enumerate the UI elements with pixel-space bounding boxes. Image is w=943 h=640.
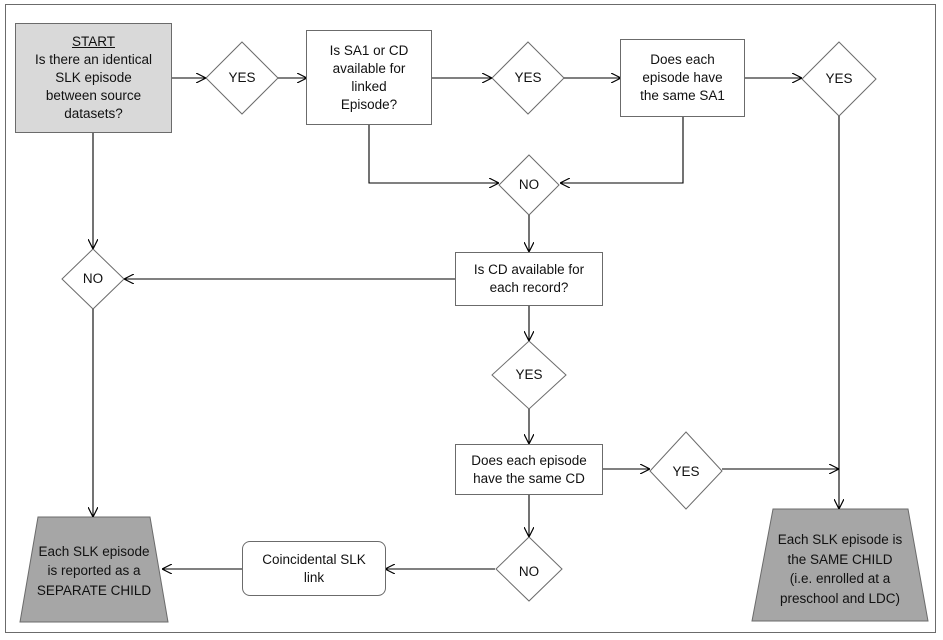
outcome-separate-child: Each SLK episode is reported as a SEPARA… (20, 540, 168, 602)
yes-diamond-2 (491, 41, 565, 115)
same-sa1-line-2: episode have (642, 70, 723, 85)
same-line-4: preschool and LDC) (779, 590, 901, 606)
start-line-4: datasets? (64, 106, 123, 121)
yes-diamond-1 (205, 41, 279, 115)
no-diamond-bottom (495, 536, 563, 602)
diagram-frame (5, 4, 936, 633)
no-label-left: NO (82, 271, 104, 286)
arrow-sa1cd-to-no (368, 125, 498, 183)
outcome-separate-shape (19, 516, 169, 623)
same-sa1-question-box: Does each episode have the same SA1 (620, 39, 745, 117)
same-cd-line-2: have the same CD (473, 470, 585, 486)
yes-label-4: YES (515, 367, 543, 382)
yes-label-5: YES (672, 464, 700, 479)
no-label-bottom: NO (518, 564, 540, 579)
same-sa1-line-3: the same SA1 (640, 88, 725, 103)
separate-line-3: SEPARATE CHILD (36, 582, 152, 598)
arrow-samesa1-to-no (561, 117, 684, 183)
cd-each-record-question-box: Is CD available for each record? (455, 252, 603, 306)
separate-line-1: Each SLK episode (38, 543, 150, 559)
start-heading: START (71, 34, 115, 49)
outcome-same-shape (751, 508, 929, 622)
coincidental-line-1: Coincidental SLK (262, 551, 366, 567)
sa1-or-cd-line-3: linked (351, 78, 387, 94)
same-line-1: Each SLK episode is (777, 532, 903, 547)
yes-label-3: YES (825, 71, 853, 86)
cd-each-record-line-2: each record? (489, 280, 569, 295)
same-line-3: (i.e. enrolled at a (789, 571, 891, 586)
start-box: START Is there an identical SLK episode … (15, 23, 172, 133)
sa1-or-cd-line-4: Episode? (340, 96, 398, 112)
same-line-2: the SAME CHILD (787, 551, 893, 567)
same-cd-question-box: Does each episode have the same CD (455, 444, 603, 495)
sa1-or-cd-line-2: available for (332, 60, 406, 76)
separate-line-2: is reported as a (47, 563, 141, 579)
start-line-3: between source (45, 88, 142, 103)
same-sa1-line-1: Does each (650, 52, 715, 67)
start-line-1: Is there an identical (34, 52, 153, 67)
same-cd-line-1: Does each episode (471, 452, 587, 468)
no-label-center: NO (518, 177, 540, 192)
start-line-2: SLK episode (55, 70, 132, 85)
yes-label-2: YES (514, 70, 542, 85)
outcome-same-child: Each SLK episode is the SAME CHILD (i.e.… (752, 528, 928, 610)
sa1-or-cd-question-box: Is SA1 or CD available for linked Episod… (306, 30, 432, 125)
coincidental-line-2: link (303, 569, 325, 585)
cd-each-record-line-1: Is CD available for (473, 262, 585, 277)
coincidental-link-box: Coincidental SLK link (242, 541, 386, 596)
sa1-or-cd-line-1: Is SA1 or CD (329, 42, 409, 58)
yes-diamond-5 (649, 431, 723, 510)
yes-label-1: YES (228, 70, 256, 85)
